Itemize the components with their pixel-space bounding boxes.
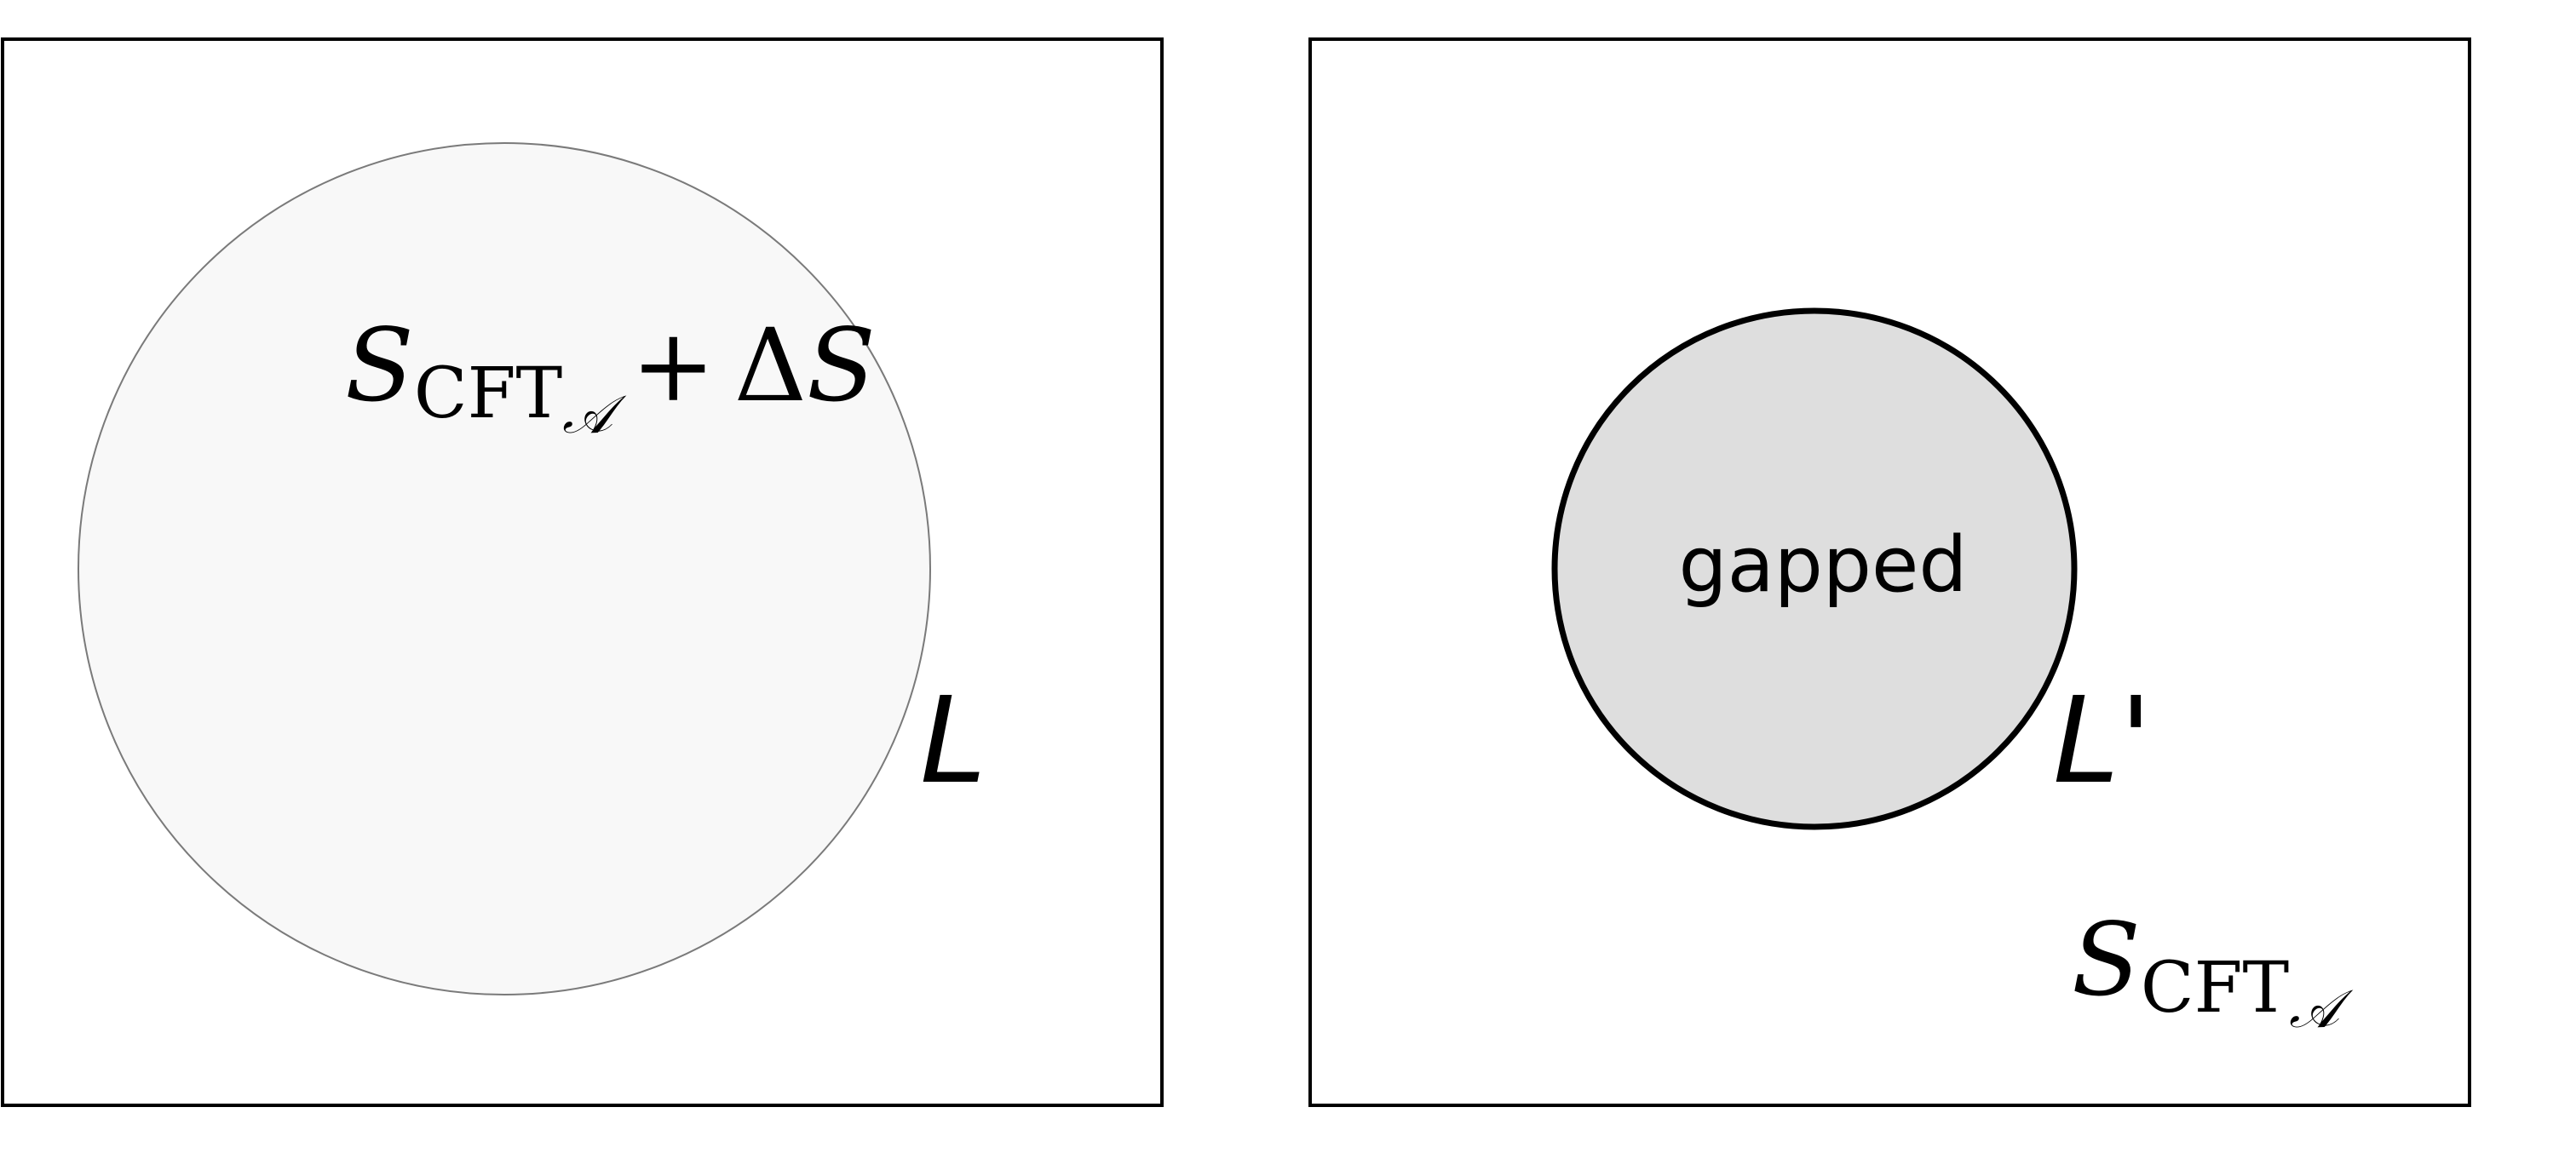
cft-action-subscript: CFT — [2141, 948, 2289, 1029]
delta-symbol: Δ — [734, 307, 807, 424]
gapped-region-label: gapped — [1678, 520, 1967, 610]
deformed-region — [78, 142, 931, 995]
cft-action-symbol: S — [2072, 901, 2141, 1018]
gapped-region — [1551, 307, 2078, 830]
boundary-label-l: L — [920, 672, 986, 811]
plus-operator: + — [631, 307, 716, 424]
boundary-label-l-prime: L' — [2053, 672, 2152, 811]
delta-action-symbol: S — [807, 307, 876, 424]
action-subscript: CFT — [414, 353, 562, 434]
action-symbol: S — [345, 307, 414, 424]
left-panel: SCFT𝒜+ΔS L — [1, 37, 1164, 1107]
right-panel: gapped L' SCFT𝒜 — [1308, 37, 2471, 1107]
